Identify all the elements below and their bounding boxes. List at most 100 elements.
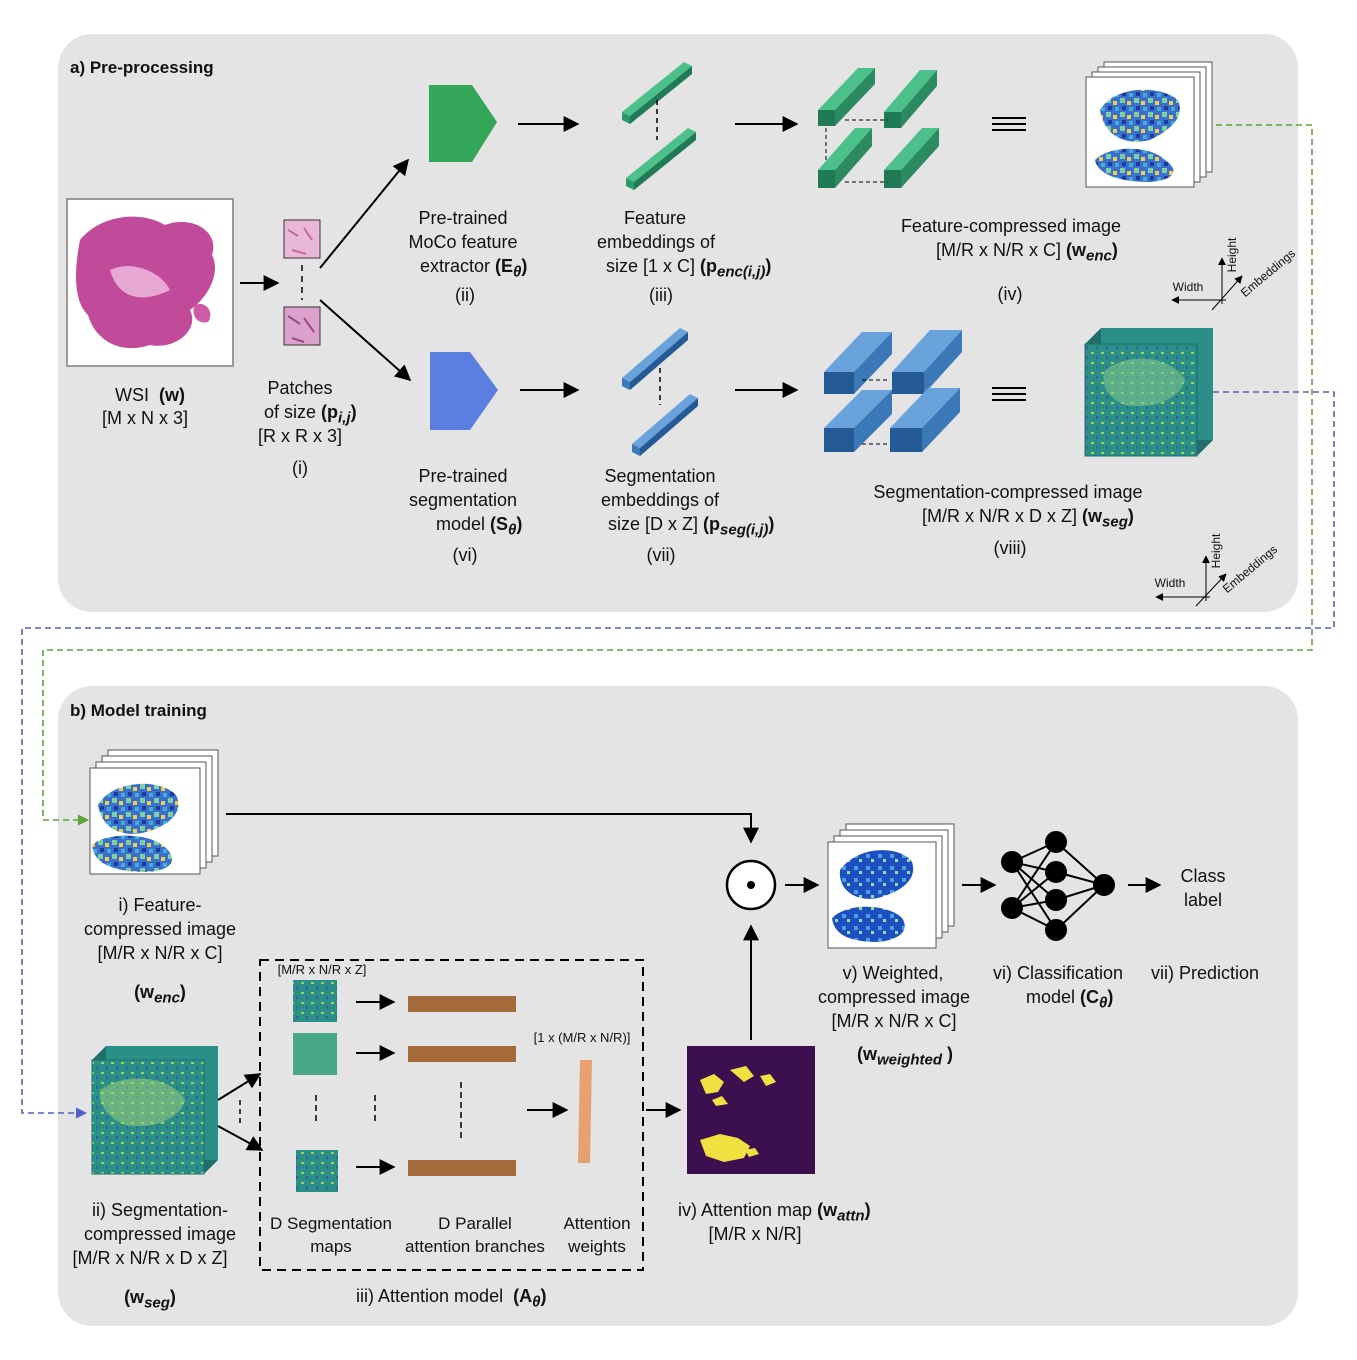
feat-b-symbol: (w (134, 982, 155, 1002)
classification-network (1001, 831, 1115, 941)
seg-b-symbol: (w (124, 1287, 145, 1307)
feat-img-size: [M/R x N/R x C] (936, 240, 1061, 260)
wsi-label: WSI (w) (100, 383, 200, 407)
encoder-symbol: (E (495, 256, 514, 276)
preprocessing-heading: a) Pre-processing (70, 58, 214, 77)
feature-stack-cubes (818, 68, 939, 188)
attn-map-dims: [M/R x N/R x Z] (277, 962, 367, 977)
segmodel-line3: model (Sθ) (436, 512, 556, 543)
attention-weights-bar (578, 1060, 592, 1163)
attn-map-close: ) (864, 1200, 871, 1220)
axes2-height: Height (1209, 533, 1223, 569)
axes-triad-2 (1155, 555, 1227, 607)
axes1-height: Height (1225, 237, 1239, 273)
classif-close: ) (1107, 987, 1114, 1007)
weighted-line1: v) Weighted, (842, 963, 944, 983)
segmodel-line2: segmentation (408, 490, 518, 510)
segmentation-compressed-image (1084, 328, 1213, 457)
feature-compressed-image-b (89, 749, 219, 875)
seg-emb-num: (vii) (646, 545, 676, 565)
weighted-close: ) (942, 1044, 953, 1064)
patches-line1: Patches (267, 378, 333, 398)
patches-close: ) (350, 402, 357, 422)
wsi-dims: [M x N x 3] (101, 408, 188, 428)
segmodel-line1: Pre-trained (418, 466, 508, 486)
feat-emb-sub: enc(i,j) (717, 263, 766, 281)
seg-emb-line2: embeddings of (600, 490, 720, 510)
seg-emb-line3: size [D x Z] (pseg(i,j)) (608, 512, 818, 543)
attn-title-row: iii) Attention model (Aθ) (356, 1284, 596, 1315)
attn-col1a: D Segmentation (270, 1214, 392, 1233)
feat-emb-close: ) (765, 256, 772, 276)
feat-img-dims: [M/R x N/R x C] (wenc) (936, 238, 1156, 269)
seg-emb-symbol: (p (703, 514, 721, 534)
feat-emb-symbol: (p (700, 256, 718, 276)
seg-emb-line1: Segmentation (604, 466, 716, 486)
weighted-symbol: (w (856, 1044, 877, 1064)
class-label-line1: Class (1180, 866, 1226, 886)
classif-line2: model (Cθ) (1026, 985, 1136, 1016)
weighted-sub: weighted (876, 1051, 942, 1069)
attn-map-label: iv) Attention map (wattn) (678, 1198, 908, 1229)
weighted-symbol-row: (wweighted ) (840, 1042, 970, 1073)
encoder-line1: Pre-trained (418, 208, 508, 228)
seg-b-line1: ii) Segmentation- (91, 1200, 229, 1220)
weighted-dims: [M/R x N/R x C] (831, 1011, 957, 1031)
attn-title: iii) Attention model (356, 1286, 504, 1306)
seg-img-size: [M/R x N/R x D x Z] (922, 506, 1077, 526)
feat-emb-line1: Feature (623, 208, 687, 228)
patches-size: of size (264, 402, 317, 422)
attn-close: ) (540, 1286, 547, 1306)
axes2-width: Width (1154, 576, 1186, 590)
feat-b-close: ) (179, 982, 186, 1002)
patches-dims: [R x R x 3] (257, 426, 342, 446)
segmentation-embedding-rods (622, 328, 698, 456)
patch-images (283, 219, 321, 346)
classif-sub: θ (1099, 994, 1108, 1012)
encoder-num: (ii) (455, 285, 475, 305)
attn-col1b: maps (310, 1237, 352, 1256)
classif-model: model (1026, 987, 1076, 1007)
attention-model-box (259, 959, 644, 1271)
seg-emb-close: ) (768, 514, 775, 534)
attention-branch-bars (408, 996, 516, 1176)
attn-col2a: D Parallel (438, 1214, 512, 1233)
feat-img-sub: enc (1086, 247, 1112, 265)
model-training-heading: b) Model training (70, 701, 207, 720)
seg-b-symbol-row: (wseg) (100, 1285, 200, 1316)
feat-b-dims: [M/R x N/R x C] (97, 943, 223, 963)
class-label-line2: label (1183, 890, 1223, 910)
seg-b-dims: [M/R x N/R x D x Z] (72, 1248, 228, 1268)
wsi-symbol: (w) (159, 385, 185, 405)
seg-b-line2: compressed image (83, 1224, 237, 1244)
encoder-extractor: extractor (420, 256, 491, 276)
moco-encoder-shape (429, 85, 497, 162)
attn-col3b: weights (568, 1237, 626, 1256)
weighted-compressed-image (827, 823, 955, 949)
attn-symbol: (A (513, 1286, 533, 1306)
segmodel-sub: θ (508, 521, 517, 539)
seg-img-symbol: (w (1082, 506, 1103, 526)
attn-map-sub: attn (837, 1207, 865, 1225)
prediction-label: vii) Prediction (1150, 963, 1260, 983)
feat-img-symbol: (w (1066, 240, 1087, 260)
attn-map-symbol: (w (817, 1200, 838, 1220)
seg-img-close: ) (1127, 506, 1134, 526)
segmodel-symbol: (S (490, 514, 509, 534)
patches-sub: i,j (338, 409, 351, 427)
segmodel-close: ) (516, 514, 523, 534)
seg-emb-size: size [D x Z] (608, 514, 699, 534)
encoder-line2: MoCo feature (408, 232, 518, 252)
weighted-line2: compressed image (817, 987, 971, 1007)
wsi-name: WSI (114, 385, 149, 405)
axes1-width: Width (1172, 280, 1204, 294)
feature-compressed-image (1085, 61, 1213, 188)
attn-col3a: Attention (563, 1214, 631, 1233)
feat-b-sub: enc (154, 989, 180, 1007)
patches-symbol: (p (321, 402, 339, 422)
patches-line2: of size (pi,j) (264, 400, 394, 431)
patches-num: (i) (292, 458, 308, 478)
seg-img-dims: [M/R x N/R x D x Z] (wseg) (922, 504, 1172, 535)
equivalence-symbol (992, 117, 1026, 131)
seg-img-line1: Segmentation-compressed image (873, 482, 1143, 502)
